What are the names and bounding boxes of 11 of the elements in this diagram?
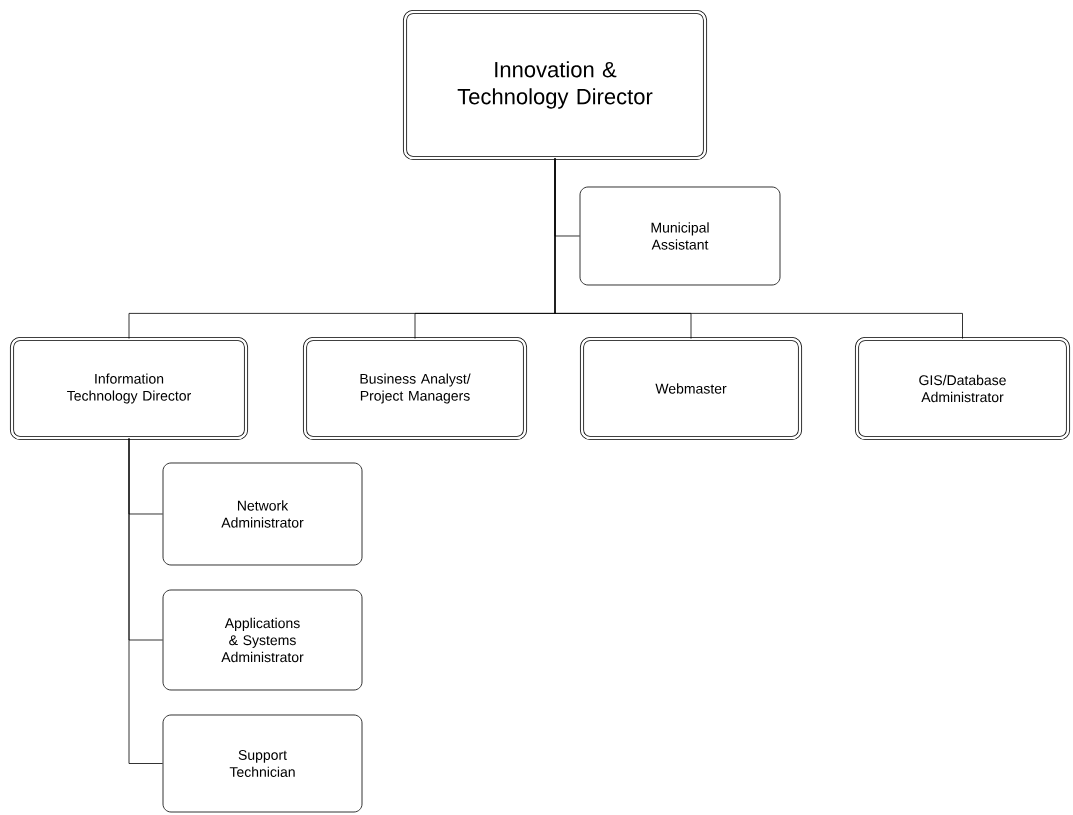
org-box: Webmaster [579,336,803,441]
org-box: Applications & Systems Administrator [162,589,363,691]
org-box: Support Technician [162,714,363,813]
org-box: Information Technology Director [9,336,249,441]
org-box: Business Analyst/ Project Managers [302,336,528,441]
org-box: Network Administrator [162,462,363,566]
connector-line [128,438,163,764]
org-box: Innovation & Technology Director [402,9,708,161]
org-box: GIS/Database Administrator [854,336,1071,441]
connector-line [554,158,963,339]
org-box: Municipal Assistant [579,186,781,286]
